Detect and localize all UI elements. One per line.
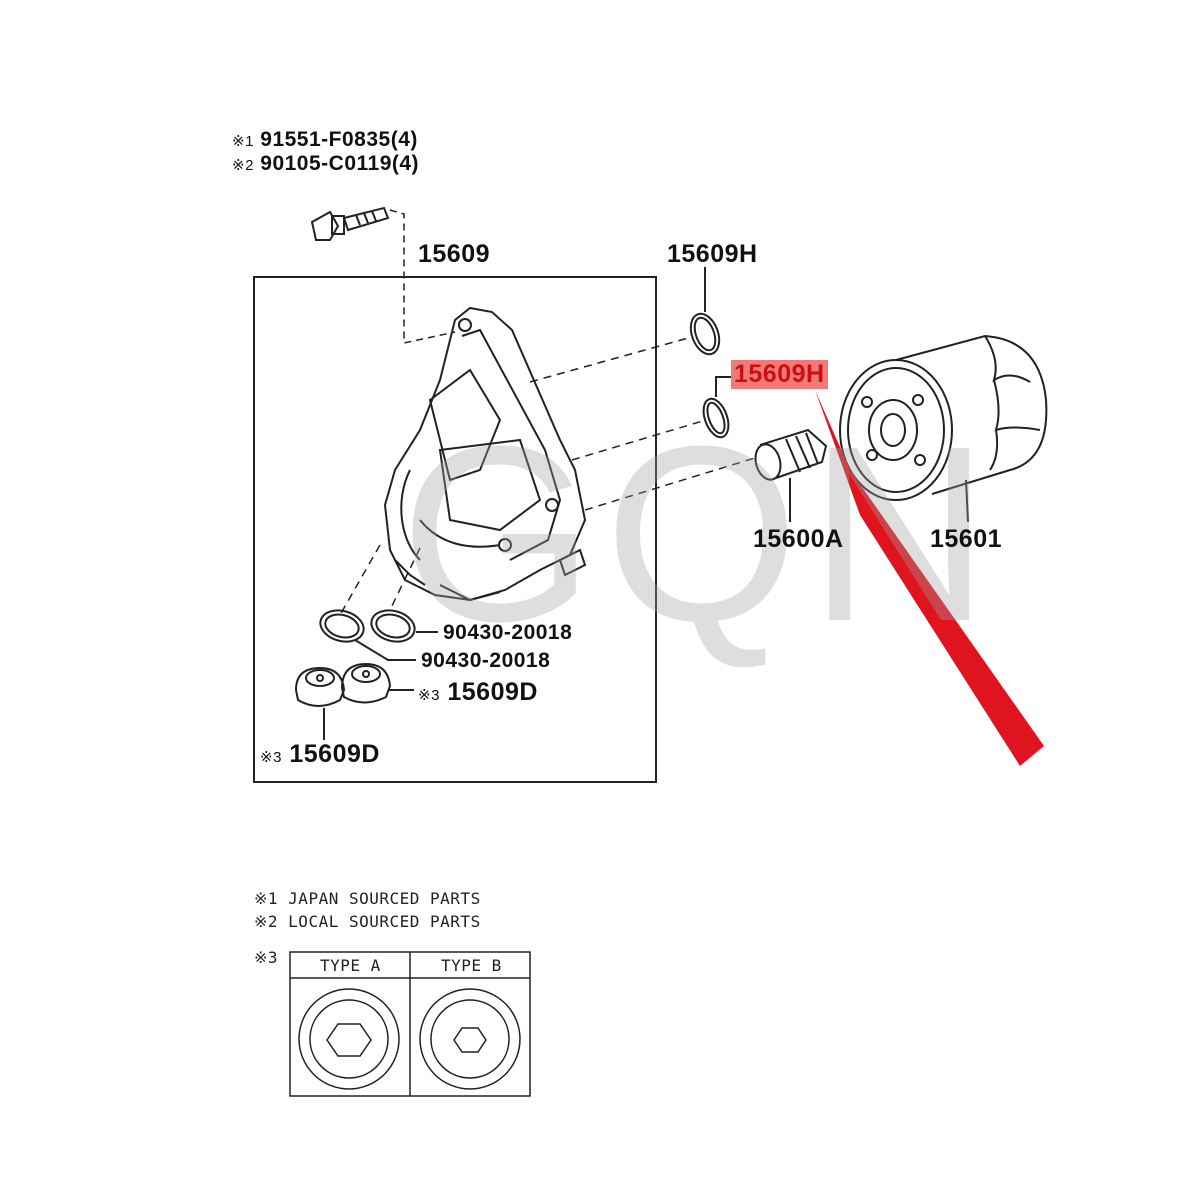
plug-part-number: 15609D xyxy=(289,740,380,768)
oil-filter-housing-drawing xyxy=(383,306,587,602)
bolt-callout-line2: ※2 90105-C0119(4) xyxy=(232,152,419,176)
label-gasket-2: 90430-20018 xyxy=(421,649,551,672)
label-filter: 15601 xyxy=(930,525,1003,553)
legend-type-a: TYPE A xyxy=(320,956,381,975)
bolt-leader xyxy=(389,209,456,344)
note-type-mark: ※3 xyxy=(254,948,279,967)
plugs-drawing xyxy=(294,662,414,740)
label-housing: 15609 xyxy=(418,240,491,268)
guide-lines xyxy=(339,336,759,616)
label-plug-right: ※3 15609D xyxy=(418,678,538,707)
note-mark: ※1 xyxy=(232,133,254,150)
upper-gasket-drawing xyxy=(689,267,721,356)
label-union: 15600A xyxy=(753,525,844,553)
oil-filter-drawing xyxy=(839,334,1048,523)
housing-frame xyxy=(253,276,657,783)
label-gasket-1: 90430-20018 xyxy=(443,621,573,644)
note-mark: ※2 xyxy=(232,157,254,174)
note-mark: ※3 xyxy=(260,749,282,766)
union-bolt-drawing xyxy=(754,428,828,522)
note-japan-sourced: ※1 JAPAN SOURCED PARTS xyxy=(254,889,481,908)
watermark: GQN xyxy=(400,394,1000,673)
bolt-callout-line1: ※1 91551-F0835(4) xyxy=(232,128,418,152)
note-mark: ※3 xyxy=(418,687,440,704)
label-highlighted-gasket: 15609H xyxy=(731,360,828,389)
bolt-part-number: 91551-F0835(4) xyxy=(260,128,418,151)
bolt-drawing xyxy=(310,206,390,241)
red-arrow xyxy=(815,390,1044,766)
small-gaskets-drawing xyxy=(319,609,438,661)
label-upper-gasket: 15609H xyxy=(667,240,758,268)
bolt-part-number: 90105-C0119(4) xyxy=(260,152,420,175)
highlighted-gasket-drawing xyxy=(702,376,731,439)
legend-table xyxy=(289,951,531,1097)
note-local-sourced: ※2 LOCAL SOURCED PARTS xyxy=(254,912,481,931)
label-plug-left: ※3 15609D xyxy=(260,740,380,769)
plug-part-number: 15609D xyxy=(447,678,538,706)
legend-type-b: TYPE B xyxy=(441,956,502,975)
